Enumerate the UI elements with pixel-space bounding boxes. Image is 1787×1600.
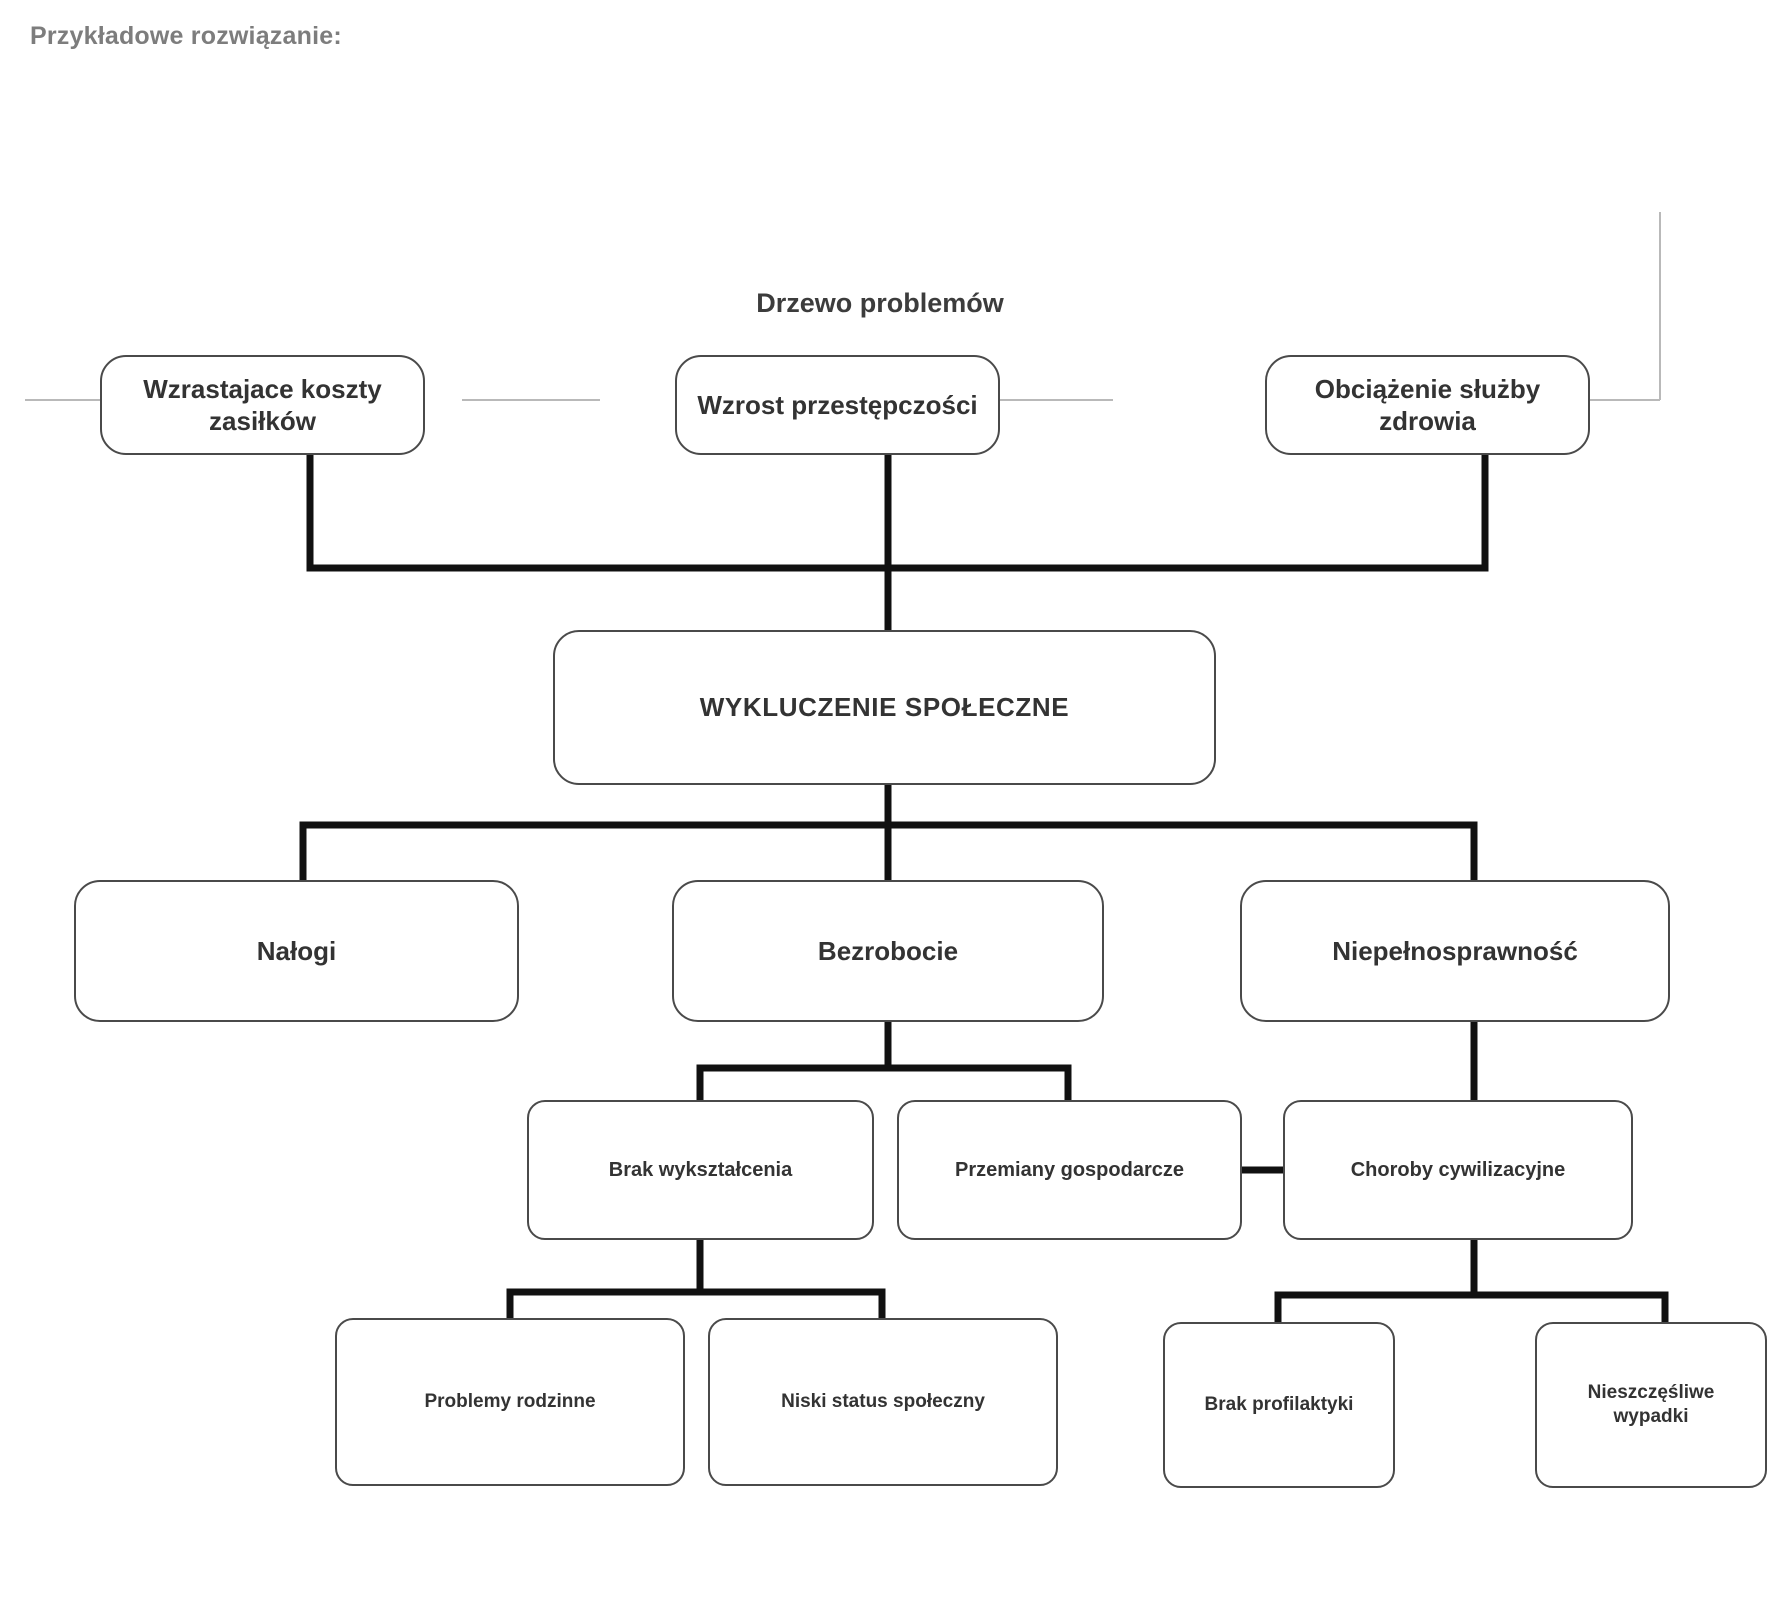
node-cause-3-label: Niepełnosprawność [1332, 935, 1578, 966]
node-leaf-3-label: Brak profilaktyki [1204, 1394, 1354, 1416]
node-sub-3-label: Choroby cywilizacyjne [1350, 1158, 1566, 1181]
node-leaf-1[interactable]: Problemy rodzinne [335, 1318, 685, 1486]
node-effect-1-label: Wzrastajace koszty zasiłków [143, 373, 382, 437]
node-cause-1-label: Nałogi [256, 935, 337, 966]
node-cause-1[interactable]: Nałogi [74, 880, 519, 1022]
node-sub-1-label: Brak wykształcenia [608, 1158, 793, 1181]
node-effect-1[interactable]: Wzrastajace koszty zasiłków [100, 355, 425, 455]
page-heading: Przykładowe rozwiązanie: [30, 22, 342, 50]
node-sub-2-label: Przemiany gospodarcze [955, 1158, 1184, 1181]
connector-effects-bus [306, 455, 1489, 572]
node-effect-2[interactable]: Wzrost przestępczości [675, 355, 1000, 455]
node-effect-3-label: Obciążenie służby zdrowia [1314, 373, 1541, 437]
node-leaf-2[interactable]: Niski status społeczny [708, 1318, 1058, 1486]
node-leaf-4[interactable]: Nieszczęśliwe wypadki [1535, 1322, 1767, 1488]
node-core-problem-label: WYKLUCZENIE SPOŁECZNE [699, 692, 1070, 723]
node-cause-2-label: Bezrobocie [817, 935, 959, 966]
node-effect-2-label: Wzrost przestępczości [697, 389, 978, 420]
node-effect-3[interactable]: Obciążenie służby zdrowia [1265, 355, 1590, 455]
node-sub-1[interactable]: Brak wykształcenia [527, 1100, 874, 1240]
node-sub-2[interactable]: Przemiany gospodarcze [897, 1100, 1242, 1240]
node-leaf-3[interactable]: Brak profilaktyki [1163, 1322, 1395, 1488]
connector-subcauses-bus [696, 1064, 1072, 1100]
node-core-problem[interactable]: WYKLUCZENIE SPOŁECZNE [553, 630, 1216, 785]
node-sub-3[interactable]: Choroby cywilizacyjne [1283, 1100, 1633, 1240]
diagram-title: Drzewo problemów [756, 288, 1004, 318]
node-cause-2[interactable]: Bezrobocie [672, 880, 1104, 1022]
connector-leaves-right-bus [1274, 1291, 1669, 1322]
node-leaf-4-label: Nieszczęśliwe wypadki [1587, 1382, 1715, 1427]
connector-leaves-left-bus [506, 1288, 886, 1318]
node-leaf-1-label: Problemy rodzinne [424, 1391, 596, 1413]
node-leaf-2-label: Niski status społeczny [781, 1391, 985, 1413]
node-cause-3[interactable]: Niepełnosprawność [1240, 880, 1670, 1022]
